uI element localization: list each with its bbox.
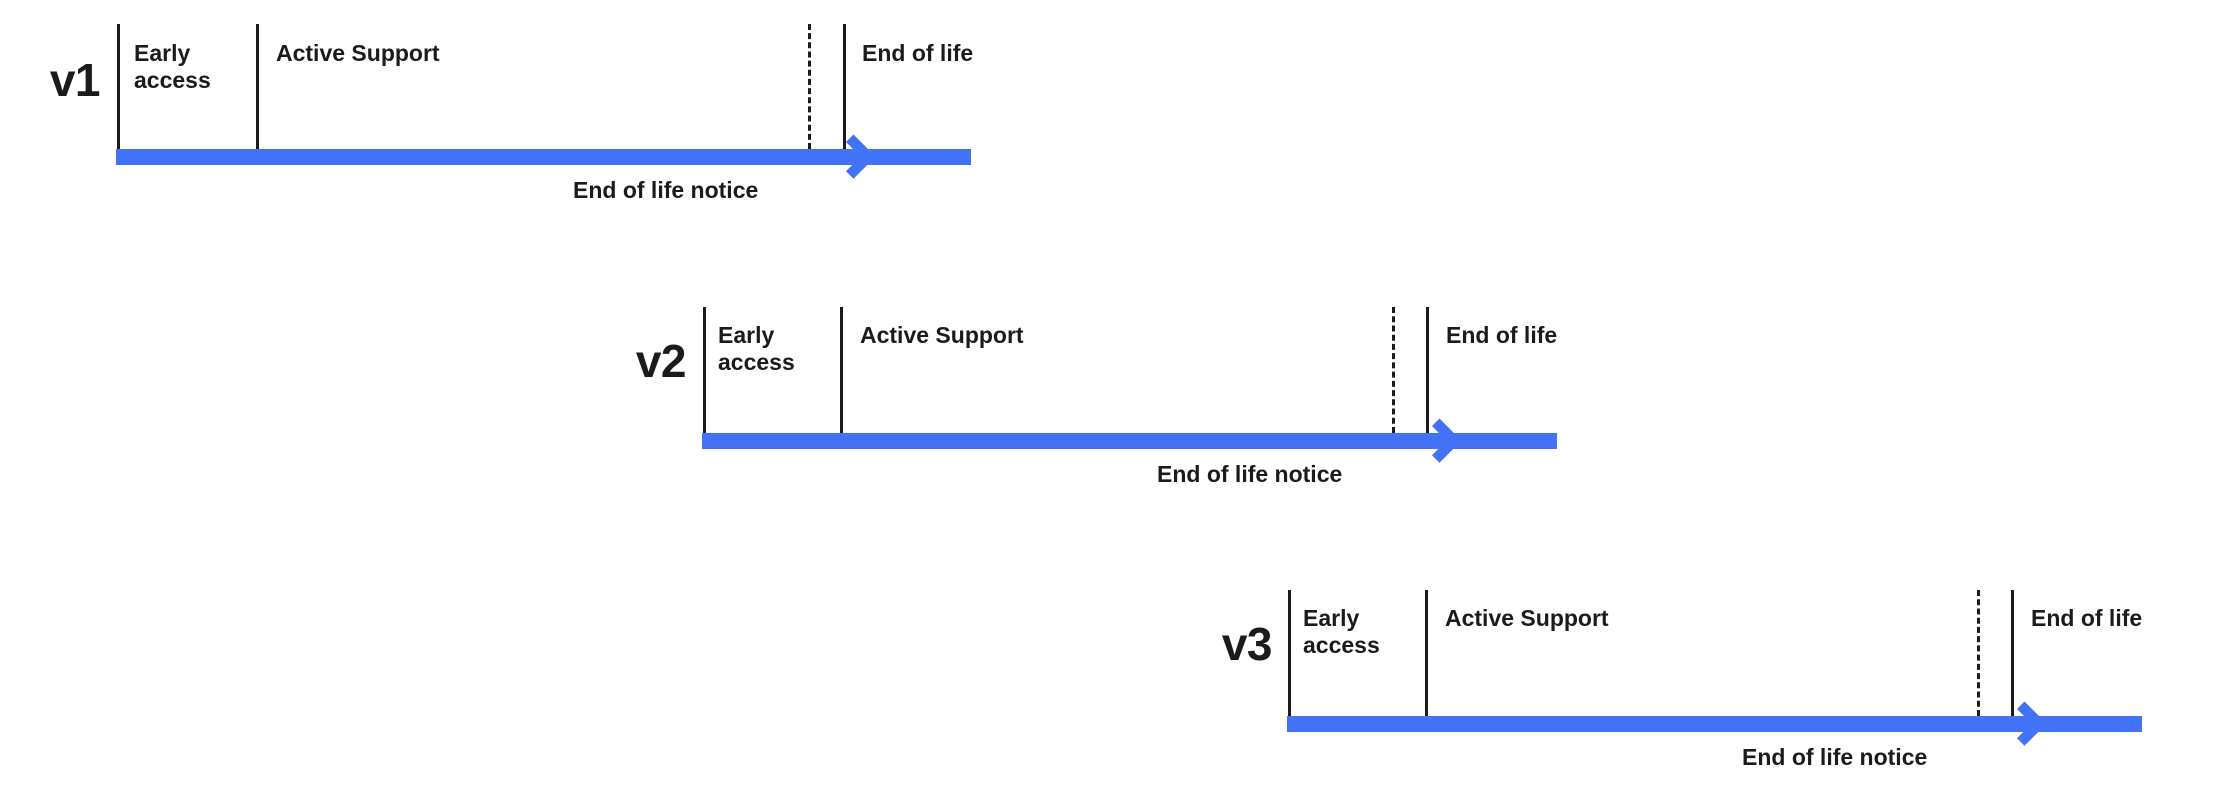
- phase-divider-v2-3: [1426, 307, 1429, 433]
- timeline-bar-v3: [1287, 701, 2142, 746]
- phase-divider-v2-1: [840, 307, 843, 433]
- phase-label-v3-2: End of life: [2031, 605, 2143, 631]
- version-label-v1: v1: [49, 54, 101, 106]
- phase-divider-v1-0: [117, 24, 120, 149]
- phase-label-v2-0: Early access: [718, 322, 795, 375]
- arrow-right-icon: [2016, 701, 2062, 747]
- timeline-bar-v2: [702, 418, 1557, 463]
- phase-label-v1-2: End of life: [862, 40, 974, 66]
- version-label-v2: v2: [635, 335, 687, 387]
- phase-divider-v3-1: [1425, 590, 1428, 716]
- phase-label-v3-1: Active Support: [1445, 605, 1609, 631]
- eol-notice-marker-v2-2: [1392, 307, 1395, 433]
- phase-label-v3-0: Early access: [1303, 605, 1380, 658]
- arrow-right-icon: [1431, 418, 1477, 464]
- eol-notice-label-v3: End of life notice: [1742, 744, 1928, 770]
- version-label-v3: v3: [1221, 618, 1273, 670]
- phase-divider-v1-3: [843, 24, 846, 149]
- phase-divider-v1-1: [256, 24, 259, 149]
- phase-label-v2-1: Active Support: [860, 322, 1024, 348]
- phase-label-v1-0: Early access: [134, 40, 211, 93]
- phase-label-v1-1: Active Support: [276, 40, 440, 66]
- eol-notice-marker-v3-2: [1977, 590, 1980, 716]
- timeline-bar-v1: [116, 134, 971, 179]
- phase-divider-v3-0: [1288, 590, 1291, 716]
- timeline-bar-shaft: [1287, 716, 2142, 732]
- timeline-bar-shaft: [702, 433, 1557, 449]
- eol-notice-label-v1: End of life notice: [573, 177, 759, 203]
- eol-notice-label-v2: End of life notice: [1157, 461, 1343, 487]
- timeline-bar-shaft: [116, 149, 971, 165]
- arrow-right-icon: [845, 134, 891, 180]
- eol-notice-marker-v1-2: [808, 24, 811, 149]
- phase-divider-v2-0: [703, 307, 706, 433]
- phase-label-v2-2: End of life: [1446, 322, 1558, 348]
- phase-divider-v3-3: [2011, 590, 2014, 716]
